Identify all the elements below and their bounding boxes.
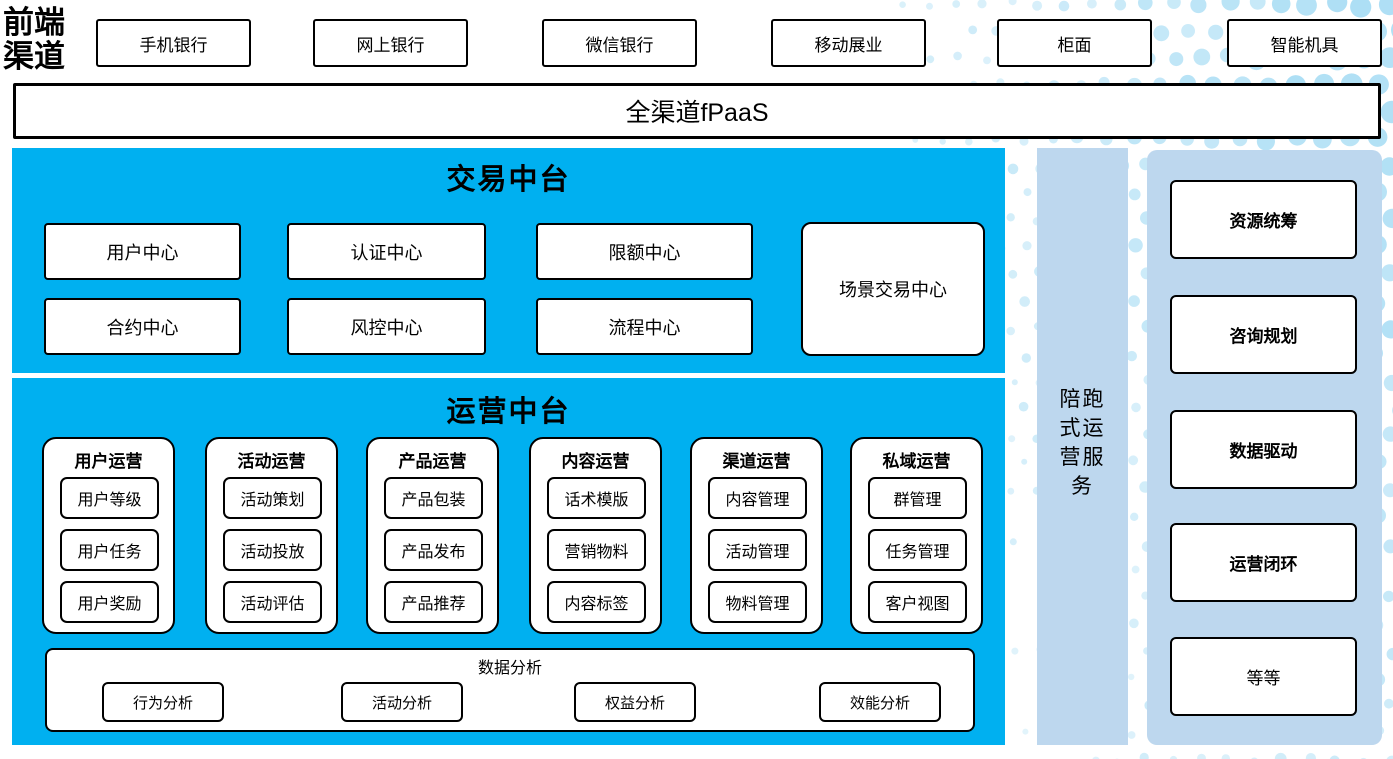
operation-item-box: 产品发布 bbox=[384, 529, 483, 571]
operation-item-box: 营销物料 bbox=[547, 529, 646, 571]
operation-item-box: 群管理 bbox=[868, 477, 967, 519]
operation-platform-title: 运营中台 bbox=[446, 396, 571, 428]
operation-group-title: 渠道运营 bbox=[722, 452, 791, 471]
operation-item-box: 客户视图 bbox=[868, 581, 967, 623]
analysis-box: 活动分析 bbox=[341, 682, 463, 722]
operation-group: 内容运营话术模版营销物料内容标签 bbox=[529, 437, 662, 634]
operation-item-box: 任务管理 bbox=[868, 529, 967, 571]
channel-box: 微信银行 bbox=[542, 19, 697, 67]
companion-service-bar: 陪跑式运营服务 bbox=[1037, 148, 1128, 745]
center-box: 认证中心 bbox=[287, 223, 486, 280]
channel-box: 移动展业 bbox=[771, 19, 926, 67]
operation-item-box: 内容管理 bbox=[708, 477, 807, 519]
transaction-platform-panel: 交易中台 用户中心认证中心限额中心合约中心风控中心流程中心 场景交易中心 bbox=[12, 148, 1005, 373]
service-box: 数据驱动 bbox=[1170, 410, 1357, 489]
operation-item-box: 活动策划 bbox=[223, 477, 322, 519]
operation-item-box: 活动投放 bbox=[223, 529, 322, 571]
operation-item-box: 内容标签 bbox=[547, 581, 646, 623]
operation-item-box: 活动管理 bbox=[708, 529, 807, 571]
operation-item-box: 用户奖励 bbox=[60, 581, 159, 623]
operation-group: 活动运营活动策划活动投放活动评估 bbox=[205, 437, 338, 634]
service-box: 运营闭环 bbox=[1170, 523, 1357, 602]
operation-group-title: 用户运营 bbox=[74, 452, 143, 471]
operation-group-title: 产品运营 bbox=[398, 452, 467, 471]
fpaas-bar: 全渠道fPaaS bbox=[13, 83, 1381, 139]
service-box: 咨询规划 bbox=[1170, 295, 1357, 374]
service-box: 等等 bbox=[1170, 637, 1357, 716]
operation-group: 渠道运营内容管理活动管理物料管理 bbox=[690, 437, 823, 634]
center-box: 合约中心 bbox=[44, 298, 241, 355]
center-box: 流程中心 bbox=[536, 298, 753, 355]
operation-group-title: 私域运营 bbox=[882, 452, 951, 471]
operation-platform-panel: 运营中台 用户运营用户等级用户任务用户奖励活动运营活动策划活动投放活动评估产品运… bbox=[12, 378, 1005, 745]
channel-box: 智能机具 bbox=[1227, 19, 1382, 67]
center-box: 用户中心 bbox=[44, 223, 241, 280]
channel-box: 网上银行 bbox=[313, 19, 468, 67]
service-panel: 资源统筹咨询规划数据驱动运营闭环等等 bbox=[1147, 150, 1382, 745]
operation-group: 产品运营产品包装产品发布产品推荐 bbox=[366, 437, 499, 634]
operation-group-title: 内容运营 bbox=[561, 452, 630, 471]
analysis-box: 效能分析 bbox=[819, 682, 941, 722]
data-analysis-band: 数据分析 行为分析 活动分析 权益分析 效能分析 bbox=[45, 648, 975, 732]
front-channel-label: 前端渠道 bbox=[3, 5, 65, 74]
channel-box: 手机银行 bbox=[96, 19, 251, 67]
operation-item-box: 活动评估 bbox=[223, 581, 322, 623]
operation-item-box: 产品包装 bbox=[384, 477, 483, 519]
analysis-box: 权益分析 bbox=[574, 682, 696, 722]
operation-item-box: 话术模版 bbox=[547, 477, 646, 519]
service-box: 资源统筹 bbox=[1170, 180, 1357, 259]
fpaas-label: 全渠道fPaaS bbox=[625, 99, 769, 127]
operation-group-title: 活动运营 bbox=[237, 452, 306, 471]
operation-item-box: 物料管理 bbox=[708, 581, 807, 623]
scenario-transaction-center-label: 场景交易中心 bbox=[839, 280, 947, 300]
scenario-transaction-center-box: 场景交易中心 bbox=[801, 222, 985, 356]
operation-group: 用户运营用户等级用户任务用户奖励 bbox=[42, 437, 175, 634]
companion-service-label: 陪跑式运营服务 bbox=[1059, 388, 1106, 498]
center-box: 风控中心 bbox=[287, 298, 486, 355]
operation-item-box: 用户等级 bbox=[60, 477, 159, 519]
operation-item-box: 产品推荐 bbox=[384, 581, 483, 623]
operation-group: 私域运营群管理任务管理客户视图 bbox=[850, 437, 983, 634]
data-analysis-title: 数据分析 bbox=[477, 660, 542, 677]
center-box: 限额中心 bbox=[536, 223, 753, 280]
operation-item-box: 用户任务 bbox=[60, 529, 159, 571]
analysis-box: 行为分析 bbox=[102, 682, 224, 722]
transaction-platform-title: 交易中台 bbox=[446, 164, 571, 196]
channel-box: 柜面 bbox=[997, 19, 1152, 67]
